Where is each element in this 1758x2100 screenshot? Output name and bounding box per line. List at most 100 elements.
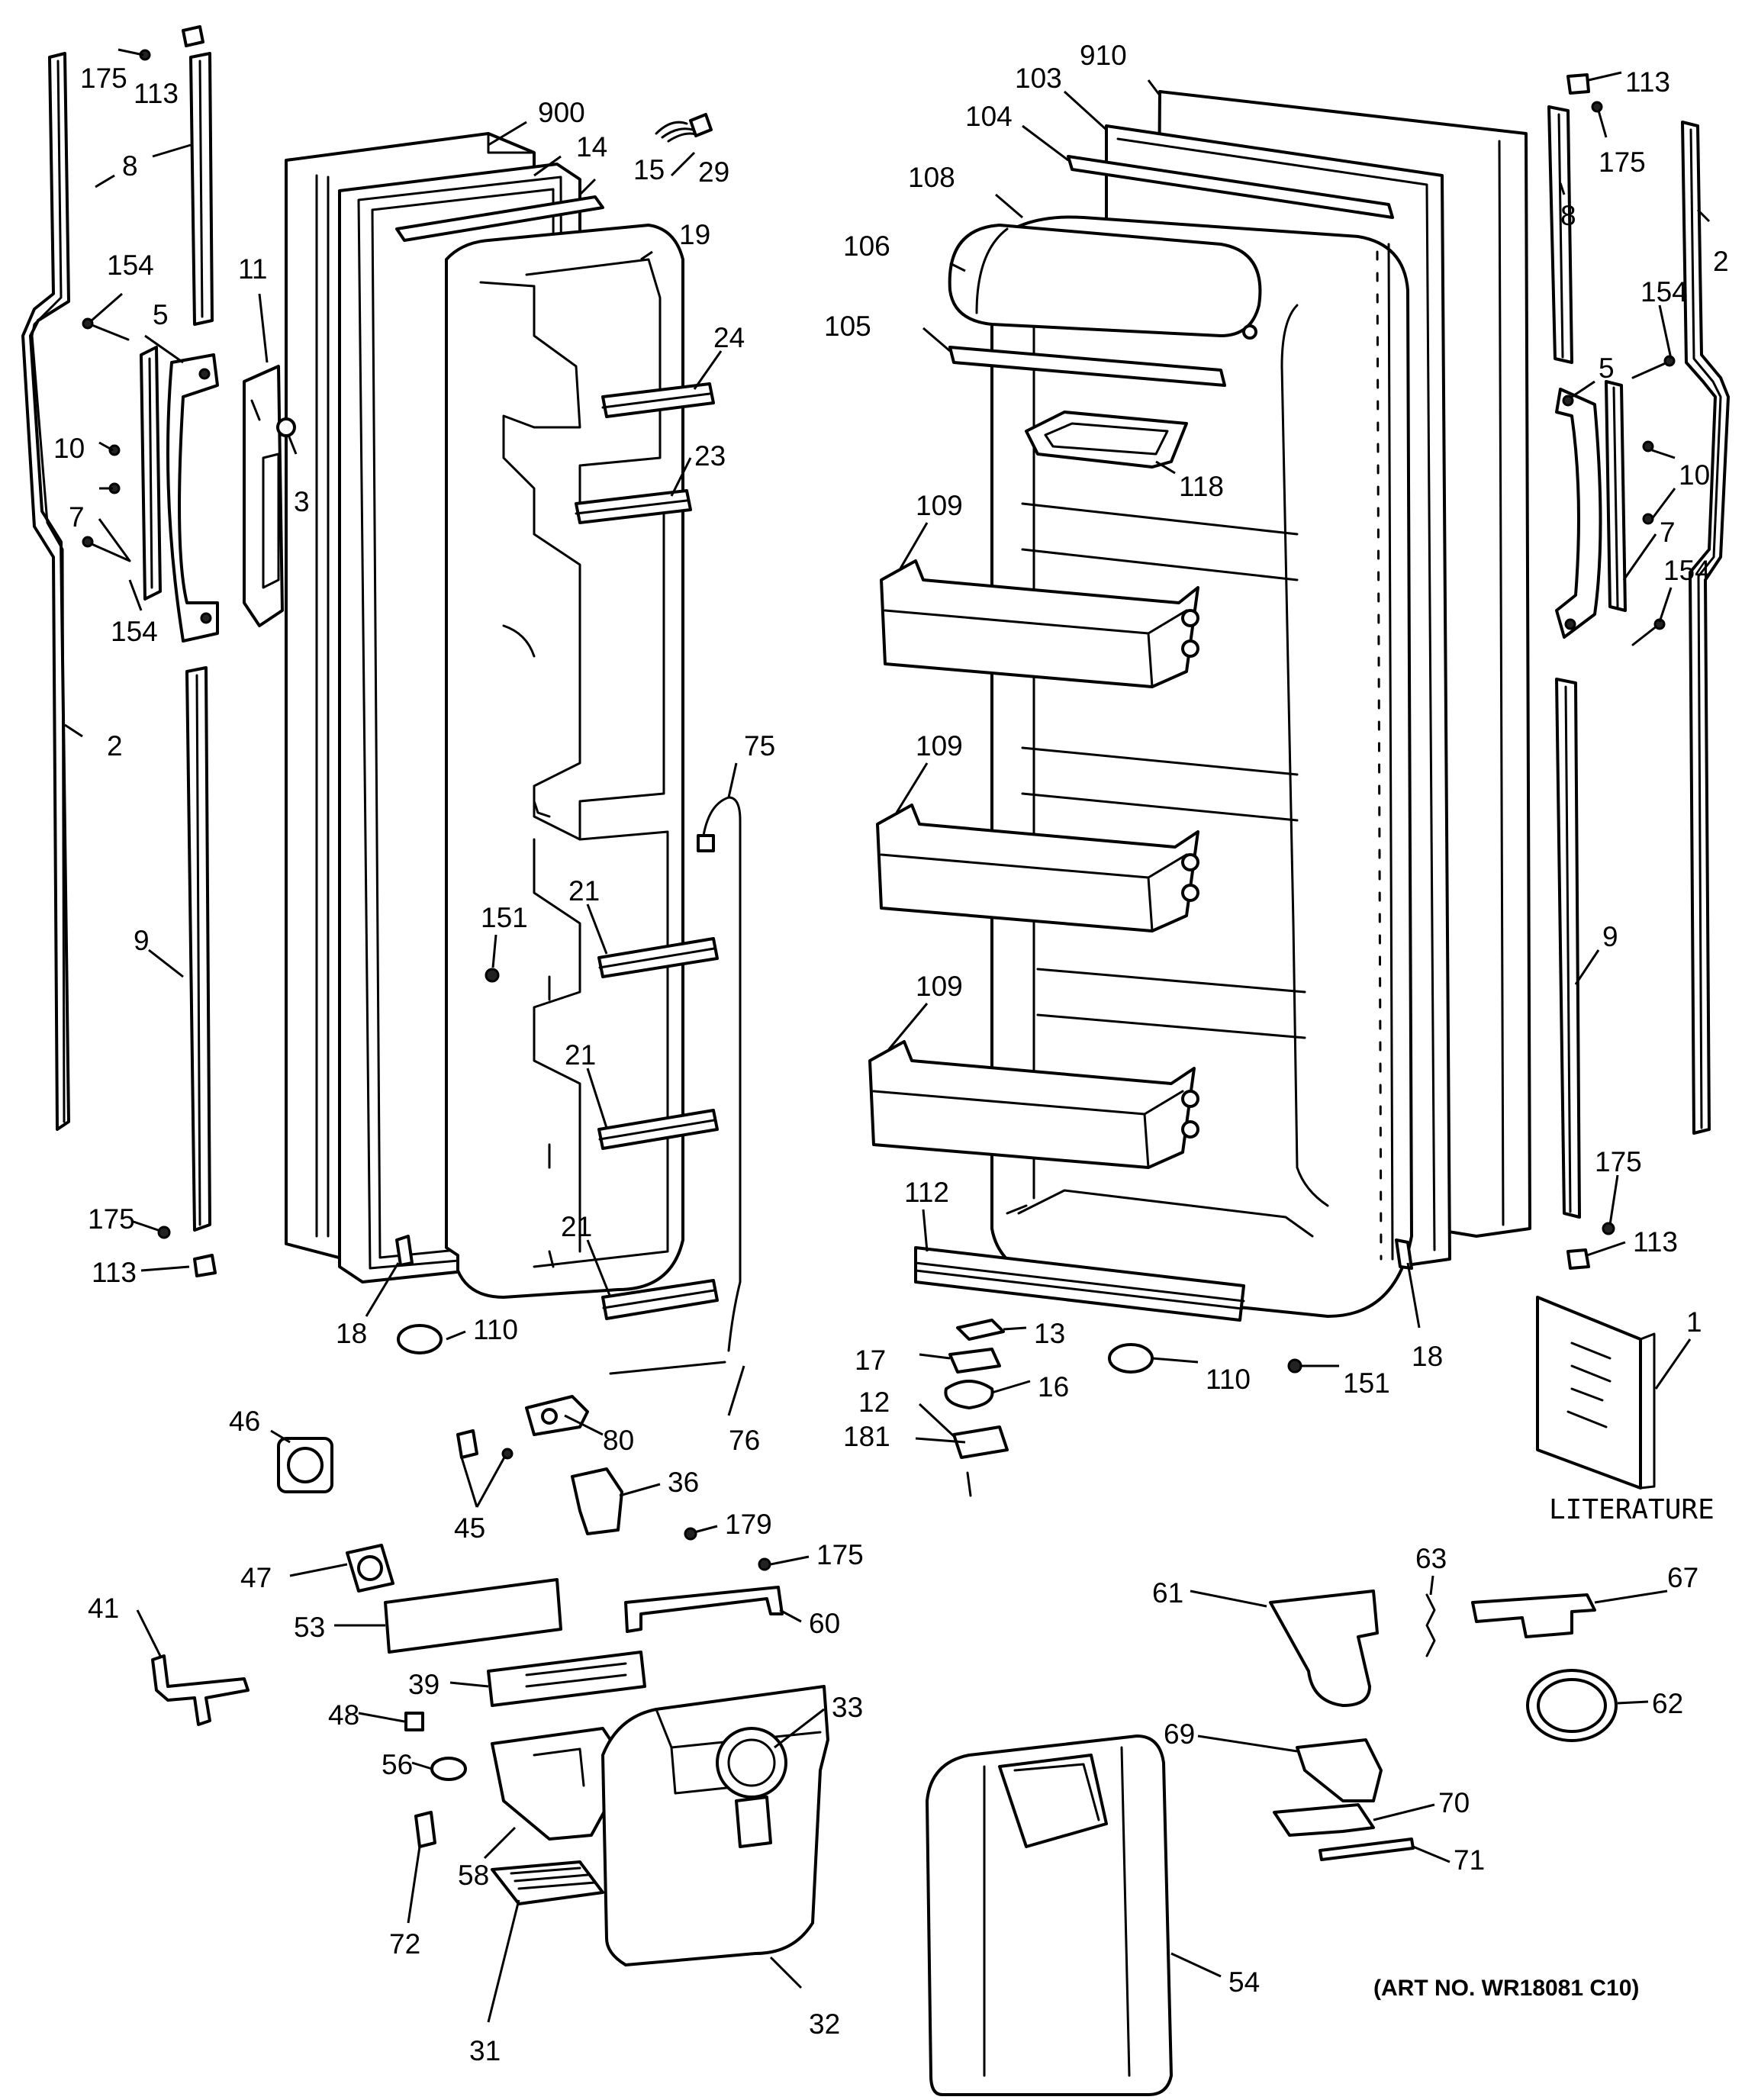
fresh-food-screws <box>1566 73 1676 1270</box>
freezer-door-gasket-strip-18 <box>395 1235 414 1267</box>
label-58: 58 <box>458 1860 489 1891</box>
label-10-right: 10 <box>1679 459 1710 491</box>
label-56: 56 <box>382 1749 413 1780</box>
ice-chute-61 <box>1269 1589 1379 1707</box>
label-105: 105 <box>824 311 871 342</box>
label-12: 12 <box>858 1387 890 1418</box>
fresh-food-egg-tray-118 <box>1025 411 1188 469</box>
dispenser-actuator-36 <box>571 1467 623 1535</box>
label-175-dispenser: 175 <box>816 1539 864 1570</box>
label-5-right: 5 <box>1599 353 1615 384</box>
label-76: 76 <box>729 1425 760 1456</box>
part-number-labels: 900 14 15 29 19 24 23 11 3 5 175 113 8 1… <box>53 40 1729 2066</box>
label-179: 179 <box>725 1509 772 1540</box>
label-21-middle: 21 <box>565 1039 596 1071</box>
art-number: (ART NO. WR18081 C10) <box>1373 1976 1639 2001</box>
label-10-left: 10 <box>53 433 85 464</box>
label-45: 45 <box>454 1512 485 1544</box>
label-11: 11 <box>238 253 267 285</box>
freezer-handle-bracket <box>243 365 284 627</box>
label-109-top: 109 <box>916 490 963 521</box>
dispenser-cap-56 <box>430 1757 467 1781</box>
freezer-door-shelf-bar-21-middle <box>597 1109 719 1150</box>
fresh-food-door-bar-112 <box>914 1246 1245 1322</box>
fresh-food-screw-151 <box>1287 1358 1302 1374</box>
label-15: 15 <box>633 154 665 185</box>
freezer-tube-75-76 <box>609 796 742 1375</box>
label-104: 104 <box>965 101 1013 132</box>
dispenser-light-48 <box>404 1712 424 1731</box>
label-108: 108 <box>908 162 955 193</box>
fresh-food-door-bin-109-top <box>880 559 1199 688</box>
label-47: 47 <box>240 1562 272 1593</box>
label-48: 48 <box>328 1699 359 1731</box>
freezer-breaker-strip-top <box>395 195 604 242</box>
chute-door-69 <box>1296 1738 1383 1802</box>
label-154-right-bottom: 154 <box>1663 555 1711 586</box>
dispenser-bracket-60 <box>624 1586 784 1633</box>
label-154-right-top: 154 <box>1640 276 1688 308</box>
fresh-food-breaker-strip-104 <box>1067 155 1394 219</box>
label-8-left: 8 <box>122 150 138 182</box>
label-110-left: 110 <box>473 1314 518 1345</box>
dispenser-switch-45 <box>456 1429 514 1460</box>
label-33: 33 <box>832 1692 863 1723</box>
fresh-food-dairy-hinge-105 <box>948 346 1226 387</box>
label-103: 103 <box>1015 63 1062 94</box>
label-13: 13 <box>1034 1318 1065 1349</box>
freezer-screws <box>82 25 261 1277</box>
label-5-left: 5 <box>153 299 169 330</box>
freezer-cam-80 <box>525 1395 589 1436</box>
label-113-right-bottom: 113 <box>1633 1226 1678 1258</box>
dispenser-housing-58 <box>491 1727 616 1841</box>
chute-spring-63 <box>1425 1593 1436 1657</box>
dispenser-screw-175 <box>758 1557 771 1571</box>
label-112: 112 <box>904 1177 949 1208</box>
freezer-door-shelf-bar-23 <box>575 489 692 524</box>
label-72: 72 <box>389 1928 420 1960</box>
fresh-food-handle-side-2 <box>1681 121 1730 1135</box>
dispenser-cover-54 <box>926 1734 1173 2096</box>
chute-bracket-67 <box>1471 1593 1596 1638</box>
label-75: 75 <box>744 730 775 762</box>
label-118: 118 <box>1179 471 1224 502</box>
label-18-right: 18 <box>1412 1341 1443 1372</box>
label-39: 39 <box>408 1669 440 1700</box>
label-9-left: 9 <box>134 925 150 956</box>
freezer-door-liner <box>445 224 684 1299</box>
freezer-wiring-29 <box>655 113 713 143</box>
label-17: 17 <box>855 1345 886 1376</box>
label-9-right: 9 <box>1602 921 1618 952</box>
label-110-right: 110 <box>1206 1364 1251 1395</box>
label-181: 181 <box>843 1421 890 1452</box>
dispenser-lever-41 <box>151 1654 250 1726</box>
label-36: 36 <box>668 1467 699 1498</box>
literature-caption: LITERATURE <box>1549 1494 1715 1525</box>
label-29: 29 <box>698 156 729 188</box>
label-53: 53 <box>294 1612 325 1643</box>
chute-hinge-70 <box>1273 1803 1375 1837</box>
label-54: 54 <box>1228 1966 1260 1998</box>
label-16: 16 <box>1038 1371 1069 1403</box>
label-1: 1 <box>1686 1306 1702 1338</box>
label-175-left-top: 175 <box>80 63 127 94</box>
freezer-handle-trim-7 <box>140 346 162 601</box>
label-175-right-bottom: 175 <box>1595 1146 1642 1177</box>
fresh-food-dairy-door-106 <box>948 224 1262 340</box>
label-175-left-bottom: 175 <box>88 1203 135 1235</box>
leader-lines <box>64 48 1711 2023</box>
freezer-door-shelf-bar-24 <box>601 382 715 418</box>
label-3: 3 <box>294 486 310 517</box>
label-106: 106 <box>843 230 890 262</box>
fresh-food-handle-mount-5 <box>1555 388 1602 639</box>
label-900: 900 <box>538 97 585 128</box>
label-62: 62 <box>1652 1688 1683 1719</box>
label-113-right-top: 113 <box>1625 66 1670 98</box>
dispenser-light-socket-47 <box>346 1544 394 1593</box>
label-175-right-top: 175 <box>1599 147 1646 178</box>
label-60: 60 <box>809 1608 840 1639</box>
label-113-left-top: 113 <box>134 78 179 109</box>
label-151-right: 151 <box>1343 1367 1390 1399</box>
freezer-door-strip-9 <box>185 666 211 1232</box>
label-63: 63 <box>1415 1543 1447 1574</box>
